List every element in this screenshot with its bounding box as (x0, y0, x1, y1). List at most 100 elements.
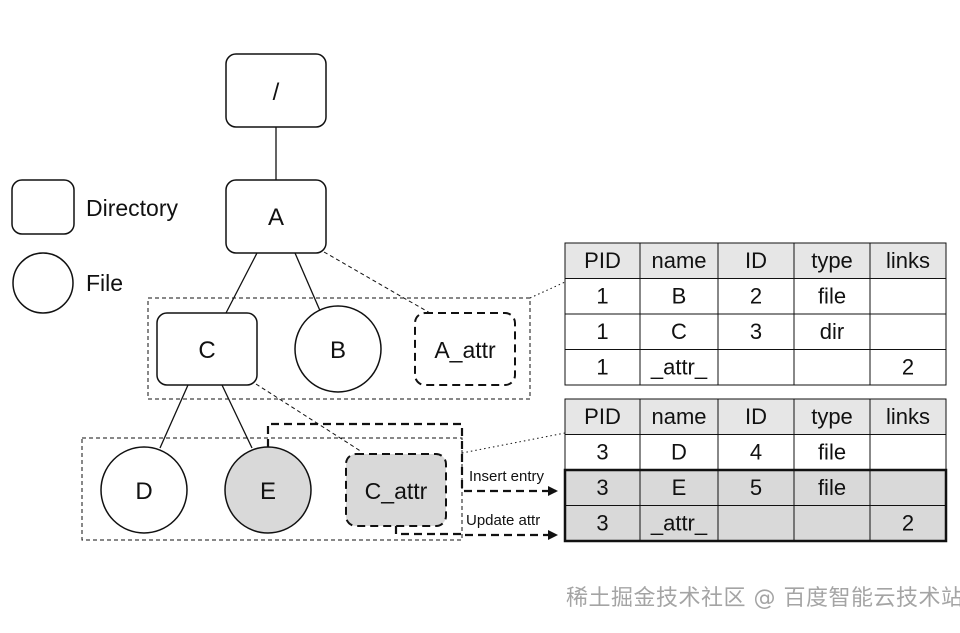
top-table-cell (793, 278, 871, 315)
bottom-table-cell-text: 3 (596, 440, 608, 465)
legend-file-icon (12, 252, 74, 314)
legend-directory-label: Directory (86, 195, 179, 221)
top-table-cell (793, 313, 871, 350)
bottom-table-header-text: type (811, 404, 853, 429)
top-table-cell-text: B (672, 284, 687, 309)
legend-file-label: File (86, 270, 123, 296)
edge-c-d (159, 384, 189, 449)
top-table-header-text: links (886, 248, 930, 273)
bottom-table-header-cell (869, 398, 947, 435)
update-attr-arrow (394, 526, 558, 540)
insert-entry-label: Insert entry (469, 468, 545, 485)
bottom-table-header-text: name (651, 404, 706, 429)
top-table-cell-text: _attr_ (650, 355, 708, 380)
top-table-header-cell (793, 242, 871, 279)
bottom-table-header-text: ID (745, 404, 767, 429)
top-table-header-cell (717, 242, 795, 279)
bottom-table-header-text: PID (584, 404, 621, 429)
edge-a-c (225, 252, 258, 314)
top-table-header-text: type (811, 248, 853, 273)
node-d-label: D (135, 478, 152, 505)
bottom-table-cell-text: 5 (750, 475, 762, 500)
node-c-attr-label: C_attr (365, 478, 428, 504)
bottom-table-cell-text: E (672, 475, 687, 500)
bottom-table-cell (564, 434, 641, 471)
node-d (100, 446, 188, 534)
bottom-table-header-text: links (886, 404, 930, 429)
watermark-text: 稀土掘金技术社区 @ 百度智能云技术站 (566, 586, 960, 611)
bottom-table-cell (639, 434, 719, 471)
top-table-cell-text: 2 (750, 284, 762, 309)
bottom-table-cell-text: _attr_ (650, 511, 708, 536)
top-table-cell (564, 349, 641, 386)
bottom-table-cell-text: D (671, 440, 687, 465)
bottom-table-cell (717, 505, 795, 542)
top-table-cell-text: 1 (596, 319, 608, 344)
top-table-cell (717, 349, 795, 386)
node-a-attr-label: A_attr (434, 337, 496, 363)
edge-a-b (294, 252, 322, 314)
edge-a-attr (323, 251, 431, 314)
bottom-table-cell (869, 505, 947, 542)
bottom-table-cell (869, 469, 947, 506)
insert-entry-arrow (266, 422, 558, 496)
bottom-table-header-cell (793, 398, 871, 435)
top-table-cell (639, 278, 719, 315)
top-table-cell-text: 1 (596, 355, 608, 380)
bottom-table-cell (639, 505, 719, 542)
bottom-table-cell (869, 434, 947, 471)
node-a-label: A (268, 204, 284, 231)
node-root (225, 53, 327, 128)
node-b-label: B (330, 337, 346, 364)
edge-c-attr (255, 383, 363, 453)
top-table-cell (793, 349, 871, 386)
leader-top-table (529, 281, 566, 299)
leader-bottom-table (461, 432, 566, 454)
node-a (225, 179, 327, 254)
top-table-cell (717, 278, 795, 315)
node-e-label: E (260, 478, 276, 505)
a-children-group (147, 297, 531, 400)
c-children-group (81, 437, 463, 541)
legend-directory-icon (11, 179, 75, 235)
top-table-cell-text: C (671, 319, 687, 344)
node-c-label: C (198, 337, 215, 364)
bottom-table-cell-text: 3 (596, 511, 608, 536)
node-b (294, 305, 382, 393)
bottom-table-cell-text: 2 (902, 511, 914, 536)
top-table-cell-text: 2 (902, 355, 914, 380)
bottom-table-cell-text: 3 (596, 475, 608, 500)
node-c-attr (345, 453, 447, 527)
top-table-cell (869, 349, 947, 386)
edge-c-e (221, 384, 253, 449)
top-table-header-cell (869, 242, 947, 279)
top-table-cell (717, 313, 795, 350)
bottom-table-cell (717, 434, 795, 471)
bottom-table-cell (793, 505, 871, 542)
node-a-attr (414, 312, 516, 386)
bottom-table-highlight-border (563, 468, 948, 543)
update-attr-label: Update attr (466, 512, 540, 529)
node-c (156, 312, 258, 386)
top-table-cell (639, 349, 719, 386)
top-table-cell-text: 1 (596, 284, 608, 309)
top-table-header-text: name (651, 248, 706, 273)
top-table-cell-text: file (818, 284, 846, 309)
bottom-table-cell (793, 434, 871, 471)
top-table-cell-text: dir (820, 319, 844, 344)
top-table-cell (869, 313, 947, 350)
bottom-table-cell (564, 505, 641, 542)
node-root-label: / (273, 79, 280, 106)
bottom-table-header-cell (639, 398, 719, 435)
top-table-cell (869, 278, 947, 315)
bottom-table-cell-text: file (818, 475, 846, 500)
bottom-table-cell-text: file (818, 440, 846, 465)
top-table-header-text: PID (584, 248, 621, 273)
bottom-table-cell-text: 4 (750, 440, 762, 465)
top-table-cell-text: 3 (750, 319, 762, 344)
top-table-header-text: ID (745, 248, 767, 273)
